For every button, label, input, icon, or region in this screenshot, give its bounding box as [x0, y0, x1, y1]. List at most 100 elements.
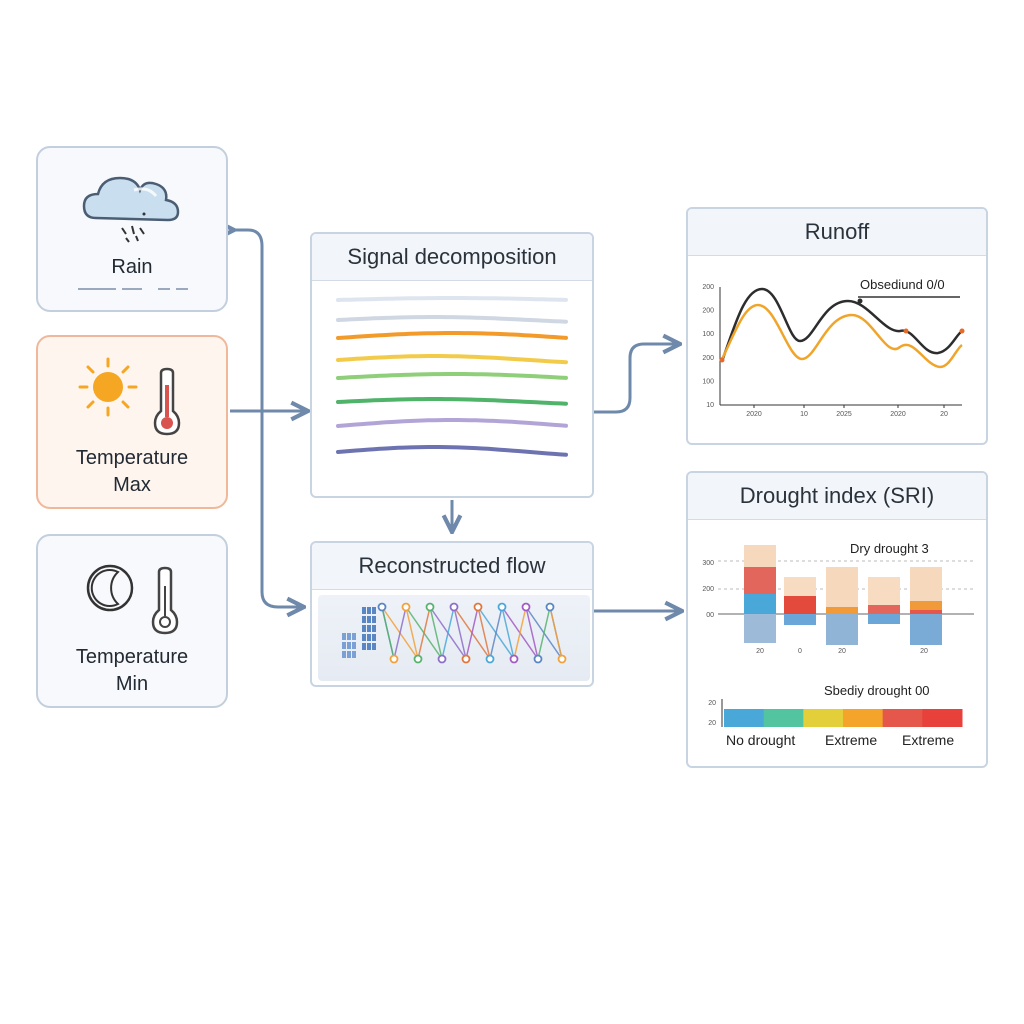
- runoff-y-tick: 200: [702, 355, 714, 362]
- drought-bar-3-seg-2: [826, 607, 858, 614]
- drought-bar-5-seg-1: [910, 567, 942, 601]
- rain-label: Rain: [111, 256, 153, 278]
- severity-scale-segment-5: [882, 709, 923, 727]
- decomposition-title: Signal decomposition: [312, 234, 592, 281]
- drought-bar-1-seg-2: [744, 567, 776, 594]
- neural-network-graphic: [342, 602, 567, 664]
- drought-bar-5-seg-4: [910, 614, 942, 645]
- grid-cell: [372, 625, 376, 632]
- network-edge: [381, 606, 395, 660]
- network-node: [377, 602, 387, 612]
- drought-legend: Dry drought 3: [850, 541, 929, 556]
- grid-cell: [367, 634, 371, 641]
- component-wave-8: [336, 445, 568, 457]
- grid-cell: [347, 633, 351, 640]
- component-wave-7: [336, 418, 568, 428]
- drought-x-tick: 20: [756, 648, 764, 655]
- severity-label: Sbediy drought 00: [824, 683, 930, 698]
- grid-cell: [372, 607, 376, 614]
- grid-cell: [362, 634, 366, 641]
- tmin-label-line2: Min: [115, 673, 149, 695]
- reconstruction-panel: Reconstructed flow: [310, 541, 594, 687]
- category-no-drought: No drought: [726, 732, 796, 748]
- runoff-point: [857, 298, 863, 304]
- runoff-legend-line: [858, 296, 960, 298]
- reconstruction-title: Reconstructed flow: [312, 543, 592, 590]
- runoff-x-tick: 10: [800, 411, 808, 418]
- runoff-legend: Obsediund 0/0: [860, 277, 945, 292]
- component-wave-1: [336, 296, 568, 302]
- network-node: [473, 602, 483, 612]
- runoff-observed-line: [720, 287, 963, 362]
- network-edge: [405, 606, 419, 660]
- network-node: [389, 654, 399, 664]
- drought-title: Drought index (SRI): [688, 473, 986, 520]
- network-edge: [513, 606, 527, 660]
- grid-cell: [367, 643, 371, 650]
- network-edge: [501, 606, 515, 660]
- grid-cell: [362, 625, 366, 632]
- grid-cell: [352, 642, 356, 649]
- arrow-runoff: [594, 344, 678, 414]
- network-edge: [477, 606, 491, 660]
- thermometer-icon: [153, 367, 181, 436]
- drought-bar-4-seg-1: [868, 577, 900, 605]
- drought-bar-1-seg-1: [744, 545, 776, 567]
- severity-scale-segment-2: [763, 709, 804, 727]
- network-node: [461, 654, 471, 664]
- drought-x-tick: 0: [798, 648, 802, 655]
- runoff-point: [903, 328, 909, 334]
- category-extreme-2: Extreme: [902, 732, 955, 748]
- drought-bar-2-seg-1: [784, 577, 816, 596]
- runoff-y-tick: 10: [706, 402, 714, 409]
- grid-cell: [362, 643, 366, 650]
- network-edge: [537, 606, 551, 660]
- network-node: [401, 602, 411, 612]
- severity-scale-segment-4: [843, 709, 884, 727]
- drought-x-tick: 20: [920, 648, 928, 655]
- network-edge: [489, 606, 503, 660]
- grid-cell: [347, 642, 351, 649]
- grid-cell: [372, 616, 376, 623]
- runoff-y-tick: 100: [702, 331, 714, 338]
- network-node: [557, 654, 567, 664]
- rain-cloud-icon: [82, 176, 180, 243]
- network-edge: [429, 606, 443, 660]
- drought-y-tick: 00: [706, 612, 714, 619]
- runoff-x-tick: 2020: [746, 411, 762, 418]
- input-card-rain: Rain: [36, 146, 228, 312]
- thermometer-icon: [151, 566, 179, 635]
- network-node: [545, 602, 555, 612]
- runoff-point: [959, 328, 965, 334]
- network-edge: [441, 606, 455, 660]
- component-wave-3: [336, 331, 568, 340]
- rain-underline: [78, 288, 188, 290]
- grid-cell: [342, 651, 346, 658]
- drought-y-tick: 300: [702, 560, 714, 567]
- decomposition-panel: Signal decomposition: [310, 232, 594, 498]
- runoff-y-tick: 200: [702, 308, 714, 315]
- component-wave-2: [336, 315, 568, 324]
- network-node: [485, 654, 495, 664]
- runoff-simulated-line: [720, 303, 963, 369]
- decomposition-waves: [336, 296, 568, 457]
- component-wave-4: [336, 354, 568, 365]
- grid-cell: [342, 642, 346, 649]
- drought-bar-4-seg-2: [868, 605, 900, 614]
- runoff-point: [719, 357, 725, 363]
- drought-bar-2-seg-3: [784, 614, 816, 625]
- sun-icon: [78, 357, 138, 417]
- network-node: [521, 602, 531, 612]
- component-wave-5: [336, 372, 568, 380]
- grid-cell: [362, 607, 366, 614]
- grid-cell: [352, 651, 356, 658]
- component-wave-6: [336, 397, 568, 406]
- drought-y-tick: 200: [702, 586, 714, 593]
- network-edge: [393, 606, 407, 660]
- grid-cell: [367, 607, 371, 614]
- drought-bar-1-seg-4: [744, 614, 776, 643]
